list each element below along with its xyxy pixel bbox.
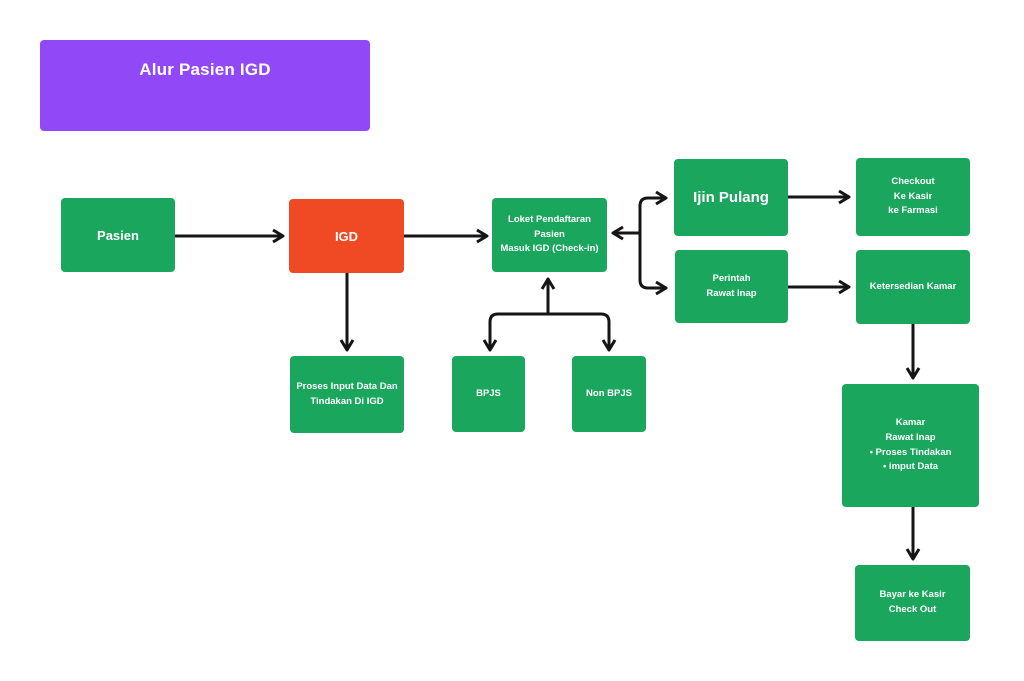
arrow-junction-to-bpjs xyxy=(482,312,548,352)
node-perintah-rawat-inap: Perintah Rawat Inap xyxy=(675,250,788,323)
node-proses-input-igd: Proses Input Data Dan Tindakan Di IGD xyxy=(290,356,404,433)
arrow-junction-to-ijin-pulang xyxy=(638,190,668,236)
node-proses-line-2: Tindakan Di IGD xyxy=(310,395,384,407)
node-loket-pendaftaran: Loket Pendaftaran Pasien Masuk IGD (Chec… xyxy=(492,198,607,272)
node-pasien-label: Pasien xyxy=(97,227,139,243)
node-kamar-rawat-inap: Kamar Rawat Inap • Proses Tindakan • imp… xyxy=(842,384,979,507)
node-bpjs-label: BPJS xyxy=(476,387,501,399)
node-ijin-pulang-label: Ijin Pulang xyxy=(693,189,769,206)
node-checkout-line-3: ke Farmasi xyxy=(888,205,938,217)
node-loket-line-1: Loket Pendaftaran Pasien xyxy=(508,213,591,240)
node-proses-line-1: Proses Input Data Dan xyxy=(296,380,398,392)
page-title: Alur Pasien IGD xyxy=(139,60,271,79)
node-ijin-pulang: Ijin Pulang xyxy=(674,159,788,236)
node-ketersedian-label: Ketersedian Kamar xyxy=(869,280,957,292)
arrow-junction-to-perintah xyxy=(638,230,668,296)
node-perintah-line-2: Rawat Inap xyxy=(706,287,757,299)
node-non-bpjs-label: Non BPJS xyxy=(586,387,632,399)
node-bayar-bold: Kasir xyxy=(921,589,946,601)
arrow-junction-to-non-bpjs xyxy=(548,312,617,352)
title-banner: Alur Pasien IGD xyxy=(40,40,370,131)
node-igd: IGD xyxy=(289,199,404,273)
node-bayar-pre: Bayar ke xyxy=(879,589,920,601)
node-checkout: Checkout Ke Kasir ke Farmasi xyxy=(856,158,970,236)
node-bayar-line-1: Bayar ke Kasir xyxy=(879,588,945,603)
node-bayar-line-2: Check Out xyxy=(888,604,937,615)
node-bpjs: BPJS xyxy=(452,356,525,432)
node-bayar-kasir: Bayar ke Kasir Check Out xyxy=(855,565,970,641)
node-pasien: Pasien xyxy=(61,198,175,272)
node-checkout-line-2: Ke Kasir xyxy=(893,190,933,202)
node-kamar-bullet-1: • Proses Tindakan xyxy=(869,446,952,458)
node-kamar-line-2: Rawat Inap xyxy=(885,431,936,443)
node-kamar-line-1: Kamar xyxy=(895,417,926,429)
node-kamar-bullet-2: • imput Data xyxy=(882,461,939,473)
node-ketersedian-kamar: Ketersedian Kamar xyxy=(856,250,970,324)
node-igd-label: IGD xyxy=(334,228,359,244)
node-non-bpjs: Non BPJS xyxy=(572,356,646,432)
node-perintah-line-1: Perintah xyxy=(712,272,751,284)
node-loket-line-2: Masuk IGD (Check-in) xyxy=(500,243,599,255)
node-checkout-line-1: Checkout xyxy=(891,175,935,187)
